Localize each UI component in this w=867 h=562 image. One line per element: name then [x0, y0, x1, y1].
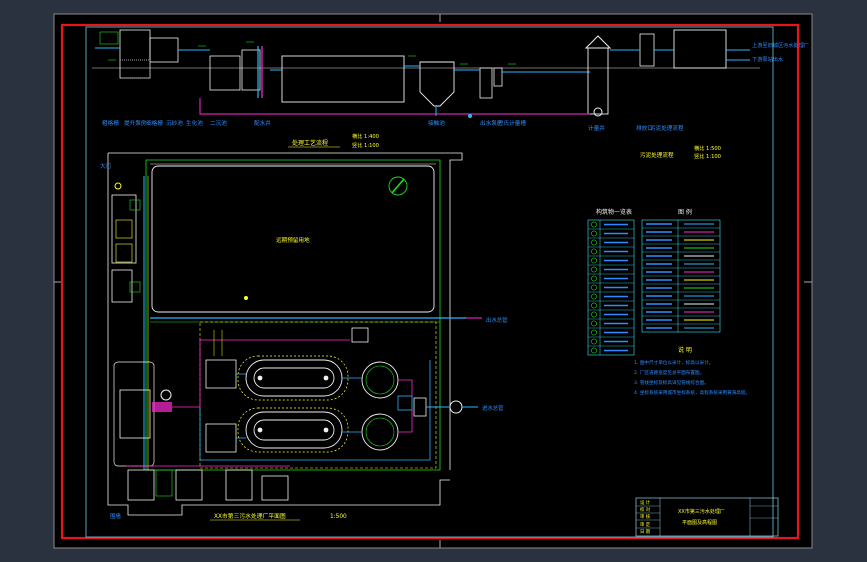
note-line: 3. 管线坐标及标高详见管线综合图。 [634, 379, 709, 386]
title-row: 校 对 [640, 506, 651, 513]
symbols-table [641, 219, 721, 333]
structure-number-badge [591, 239, 597, 246]
structures-table [587, 219, 635, 356]
title-drawing: 平面图及高程图 [682, 519, 717, 526]
structure-number-badge [591, 266, 597, 273]
symbols-title: 图 例 [678, 208, 692, 216]
plan-title: XX市第三污水处理厂平面图 [214, 512, 286, 520]
structure-number-badge [591, 329, 597, 336]
reserve-label: 远期预留用地 [276, 236, 310, 244]
title-row: 审 定 [640, 521, 651, 528]
corner-label: 围墙 [110, 512, 121, 520]
discharge-text-2: 下游泵站出水 [752, 55, 784, 63]
site-plan: 远期预留用地 大门 出水总管 [100, 152, 508, 521]
elevation-scale-h: 横比 1:500 [694, 144, 721, 152]
legend-area: 构筑物一览表 图 例 说 明 1. 图中尺寸单位以米计，标高以米计。 2. 厂区… [587, 208, 750, 396]
structure-number-badge [591, 221, 597, 228]
process-label: 巴氏计量槽 [498, 119, 526, 127]
structure-number-badge [591, 338, 597, 345]
structure-number-badge [591, 257, 597, 264]
process-label: 粗格栅 [102, 119, 119, 127]
process-label: 计量井 [588, 124, 605, 132]
process-scale-h: 横比 1:400 [352, 132, 379, 140]
process-label: 出水泵房 [480, 119, 503, 127]
drawing-sheet [53, 13, 813, 549]
elevation-caption: 污泥处理流程 [650, 124, 684, 132]
process-caption: 处理工艺流程 [292, 139, 328, 147]
note-line: 1. 图中尺寸单位以米计，标高以米计。 [634, 359, 713, 366]
title-block: 设 计 校 对 审 核 审 定 日 期 XX市第三污水处理厂 平面图及高程图 [635, 497, 779, 537]
structure-number-badge [591, 311, 597, 318]
structure-number-badge [591, 275, 597, 282]
title-project: XX市第三污水处理厂 [678, 508, 725, 515]
table-frame [587, 219, 635, 356]
process-label: 二沉池 [210, 119, 227, 127]
structure-number-badge [591, 230, 597, 237]
structure-number-badge [591, 302, 597, 309]
process-label: 提升泵房 [124, 119, 147, 127]
process-label: 配水井 [254, 119, 271, 127]
structure-number-badge [591, 284, 597, 291]
process-profile: 粗格栅 提升泵房 细格栅 沉砂池 生化池 二沉池 配水井 接触池 出水泵房 巴氏… [92, 29, 809, 160]
note-line: 4. 坐标系统采用城市坐标系统，高程系统采用黄海高程。 [634, 389, 750, 396]
title-row: 设 计 [640, 499, 651, 506]
plan-scale: 1:500 [330, 514, 347, 520]
process-label: 接触池 [428, 119, 445, 127]
elevation-caption-2: 污泥处理流程 [640, 151, 674, 159]
elevation-scale-v: 竖比 1:100 [694, 152, 721, 160]
process-label: 排放口 [636, 124, 653, 132]
north-arrow-icon [388, 176, 408, 196]
inner-border-frame [85, 26, 774, 538]
title-row: 日 期 [640, 529, 651, 535]
gate-label: 大门 [100, 162, 111, 170]
discharge-text-1: 上游至旧城区污水处理厂 [752, 41, 809, 49]
reserve-land [151, 165, 435, 313]
structure-number-badge [591, 293, 597, 300]
structure-number-badge [591, 320, 597, 327]
structure-number-badge [591, 347, 597, 354]
structure-number-badge [591, 248, 597, 255]
process-scale-v: 竖比 1:100 [352, 141, 379, 149]
red-border-frame [60, 23, 800, 540]
process-label: 沉砂池 [166, 119, 183, 127]
title-row: 审 核 [640, 513, 651, 520]
process-label: 生化池 [186, 119, 203, 127]
note-line: 2. 厂区道路宽度见总平面布置图。 [634, 369, 704, 376]
process-label: 细格栅 [146, 119, 163, 127]
structures-title: 构筑物一览表 [596, 208, 632, 216]
inflow-label: 出水总管 [486, 316, 508, 324]
notes-title: 说 明 [678, 346, 692, 354]
outflow-label: 进水总管 [482, 404, 504, 412]
